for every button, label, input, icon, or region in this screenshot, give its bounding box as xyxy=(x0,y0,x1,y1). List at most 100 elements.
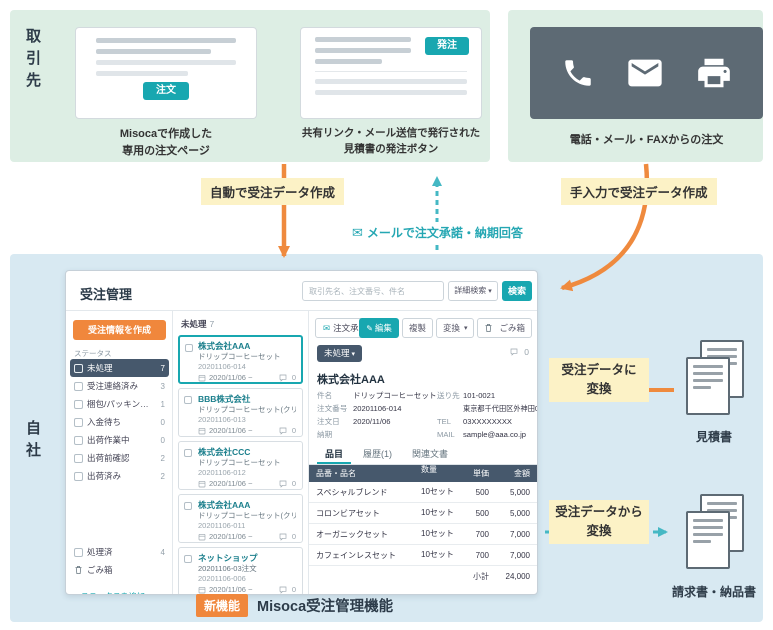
edit-button[interactable]: ✎編集 xyxy=(359,318,399,338)
convert-button[interactable]: 変換▾ xyxy=(435,318,475,338)
order-management-window: 受注管理 詳細検索▾ 検索 受注情報を作成 ステータス 未処理7受注連絡済み3梱… xyxy=(65,270,538,595)
status-count: 4 xyxy=(160,547,165,557)
new-feature-badge: 新機能 xyxy=(196,594,249,617)
sidebar-status-item[interactable]: 梱包/パッキン…1 xyxy=(70,395,169,413)
order-checkbox[interactable] xyxy=(184,555,192,563)
create-order-button[interactable]: 受注情報を作成 xyxy=(73,320,166,340)
order-checkbox[interactable] xyxy=(184,449,192,457)
status-label: 入金待ち xyxy=(87,417,122,427)
sidebar-status-item[interactable]: 処理済 4 xyxy=(70,543,169,561)
order-date: 2020/11/06 ~ xyxy=(209,426,253,436)
status-label: 処理済 xyxy=(87,547,113,557)
order-number: 20201106-011 xyxy=(198,521,246,531)
sidebar-status-item[interactable]: 出荷済み 2 xyxy=(70,467,169,485)
order-subject: ドリップコーヒーセット(クリスマスパッ… xyxy=(198,511,296,521)
skeleton-line xyxy=(315,90,467,95)
order-page-mockup: 注文 xyxy=(75,27,257,119)
manual-create-label: 手入力で受注データ作成 xyxy=(561,178,717,205)
invoice-documents-icon xyxy=(686,494,744,572)
quote-caption: 共有リンク・メール送信で発行された 見積書の発注ボタン xyxy=(301,127,481,155)
order-company: 株式会社AAA xyxy=(198,500,251,510)
status-label: 出荷作業中 xyxy=(87,435,130,445)
trash-button[interactable]: ごみ箱 xyxy=(477,318,532,338)
page-title: 受注管理 xyxy=(80,287,133,302)
auto-create-label: 自動で受注データ作成 xyxy=(201,178,345,205)
order-card[interactable]: BBB株式会社ドリップコーヒーセット(クリスマスパッ…20201106-0132… xyxy=(178,388,303,437)
order-subject: 20201106-03注文 xyxy=(198,564,257,574)
order-company: BBB株式会社 xyxy=(198,394,251,404)
calendar-icon xyxy=(198,427,206,435)
order-footer: 2020/11/06 ~0 xyxy=(198,532,296,541)
detail-toolbar: ✉注文承諾 ✎編集 複製 変換▾ ごみ箱 xyxy=(315,318,532,338)
duplicate-button[interactable]: 複製 xyxy=(401,318,433,338)
footer: 新機能 Misoca受注管理機能 xyxy=(196,594,393,617)
status-count: 2 xyxy=(160,471,165,481)
skeleton-line xyxy=(96,38,236,43)
status-label: 受注連絡済み xyxy=(87,381,139,391)
convert-to-order-label: 受注データに変換 xyxy=(549,358,649,402)
quote-documents-icon xyxy=(686,340,744,418)
search-button[interactable]: 検索 xyxy=(502,281,532,301)
order-checkbox[interactable] xyxy=(184,396,192,404)
issue-order-button[interactable]: 発注 xyxy=(425,37,469,55)
sidebar-trash[interactable]: ごみ箱 xyxy=(70,561,169,579)
partners-panel-right: 電話・メール・FAXからの注文 xyxy=(508,10,763,162)
status-checkbox-icon xyxy=(74,417,83,427)
search-input[interactable] xyxy=(302,281,444,301)
comment-icon xyxy=(510,348,518,356)
order-footer: 2020/11/06 ~0 xyxy=(198,373,296,382)
status-checkbox-icon xyxy=(74,399,83,409)
comment-icon xyxy=(279,480,287,488)
status-label: 未処理 xyxy=(87,363,113,373)
order-detail-panel: ✉注文承諾 ✎編集 複製 変換▾ ごみ箱 未処理▾ 0 株式会社AAA 件名ドリ… xyxy=(309,311,537,594)
sidebar-status-item[interactable]: 未処理 7 xyxy=(70,359,169,377)
tab-documents[interactable]: 関連文書 xyxy=(412,449,449,459)
order-footer: 2020/11/06 ~0 xyxy=(198,426,296,435)
order-checkbox[interactable] xyxy=(185,344,193,352)
detail-search-dropdown[interactable]: 詳細検索▾ xyxy=(448,281,498,301)
status-checkbox-icon xyxy=(74,435,83,445)
order-status-dropdown[interactable]: 未処理▾ xyxy=(317,345,363,362)
status-checkbox-icon xyxy=(74,547,83,557)
order-footer: 2020/11/06 ~0 xyxy=(198,479,296,488)
tab-history[interactable]: 履歴(1) xyxy=(363,449,393,459)
status-label: 出荷済み xyxy=(87,471,122,481)
trash-label: ごみ箱 xyxy=(87,565,113,575)
document-icon xyxy=(686,511,730,569)
status-label: 出荷前確認 xyxy=(87,453,130,463)
order-button[interactable]: 注文 xyxy=(143,82,189,100)
add-status-link[interactable]: + ステータスを追加 xyxy=(74,591,145,594)
status-count: 7 xyxy=(160,363,165,373)
contact-channels-box xyxy=(530,27,763,119)
order-company-name: 株式会社AAA xyxy=(317,374,385,386)
sidebar-status-item[interactable]: 受注連絡済み 3 xyxy=(70,377,169,395)
pencil-icon: ✎ xyxy=(366,323,373,333)
comment-icon xyxy=(279,533,287,541)
skeleton-line xyxy=(96,49,211,54)
tab-items[interactable]: 品目 xyxy=(317,445,352,464)
quote-mockup: 発注 xyxy=(300,27,482,119)
order-date: 2020/11/06 ~ xyxy=(209,479,253,489)
status-count: 3 xyxy=(160,381,165,391)
comment-icon xyxy=(279,374,287,382)
detail-tabs: 品目 履歴(1) 関連文書 xyxy=(309,445,537,465)
mail-reply-label: ✉メールで注文承諾・納期回答 xyxy=(347,222,528,243)
skeleton-line xyxy=(315,79,467,84)
order-checkbox[interactable] xyxy=(184,502,192,510)
skeleton-line xyxy=(96,60,236,65)
order-card[interactable]: 株式会社AAAドリップコーヒーセット(クリスマスパッ…20201106-0112… xyxy=(178,494,303,543)
detail-status-row: 未処理▾ 0 xyxy=(317,345,529,363)
status-checkbox-icon xyxy=(74,453,83,463)
status-section-label: ステータス xyxy=(74,349,112,358)
